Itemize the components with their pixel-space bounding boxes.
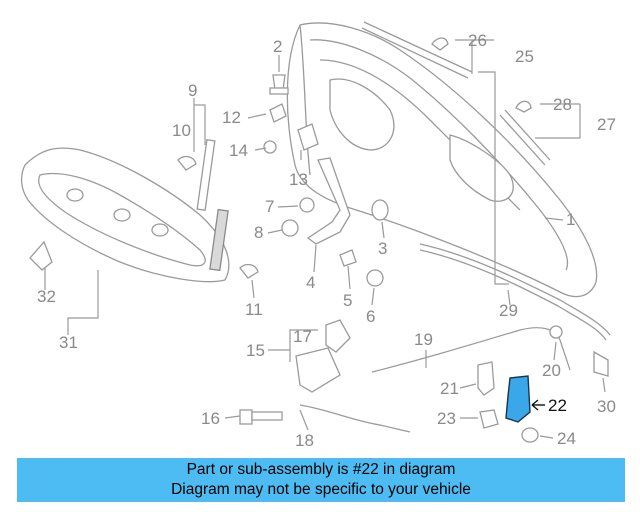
callout-15: 15 [246, 341, 265, 360]
callout-4: 4 [306, 273, 315, 292]
callout-1: 1 [566, 210, 575, 229]
callout-32: 32 [37, 287, 56, 306]
callout-3: 3 [378, 239, 387, 258]
callout-24: 24 [557, 429, 576, 448]
callout-31: 31 [59, 333, 78, 352]
callout-28: 28 [553, 95, 572, 114]
weatherstrip-upper [361, 21, 473, 79]
callout-10: 10 [172, 121, 191, 140]
part-22-highlighted[interactable] [505, 375, 531, 423]
info-banner: Part or sub-assembly is #22 in diagram D… [17, 458, 625, 502]
callout-20: 20 [542, 361, 561, 380]
fasteners [177, 74, 389, 287]
bolt [239, 409, 283, 425]
leader-lines [44, 39, 606, 439]
callout-6: 6 [366, 307, 375, 326]
callout-12: 12 [222, 108, 241, 127]
callout-9: 9 [188, 81, 197, 100]
callout-29: 29 [499, 301, 518, 320]
callout-19: 19 [414, 330, 433, 349]
weatherstrip-side [499, 100, 551, 166]
banner-line-2: Diagram may not be specific to your vehi… [171, 481, 471, 498]
hood-insulator [20, 147, 230, 283]
callout-26: 26 [468, 31, 487, 50]
release-cable-front [299, 404, 411, 433]
callout-11: 11 [245, 300, 263, 319]
callout-18: 18 [295, 431, 314, 450]
callout-13: 13 [289, 170, 308, 189]
callout-14: 14 [229, 141, 248, 160]
callout-8: 8 [254, 223, 263, 242]
release-cable-main [371, 327, 571, 373]
callout-17: 17 [293, 327, 312, 346]
callout-30: 30 [597, 397, 616, 416]
hood-hinge [306, 157, 351, 245]
part-30 [593, 350, 609, 377]
callout-25: 25 [515, 47, 534, 66]
insulator-clip [29, 240, 53, 271]
part-21 [477, 361, 495, 396]
gas-strut [196, 139, 229, 272]
callout-27: 27 [597, 115, 616, 134]
callout-23: 23 [437, 409, 456, 428]
callout-22: 22 [548, 396, 567, 415]
callout-16: 16 [201, 409, 220, 428]
part-24 [521, 427, 539, 443]
banner-line-1: Part or sub-assembly is #22 in diagram [186, 461, 456, 478]
part-23 [479, 409, 499, 429]
callout-numbers: 1 2 3 4 5 6 7 8 9 10 11 12 13 14 15 16 1… [37, 31, 616, 450]
hood-latch [295, 319, 351, 393]
callout-2: 2 [273, 37, 282, 56]
callout-7: 7 [265, 197, 274, 216]
callout-21: 21 [440, 379, 459, 398]
parts-diagram: 1 2 3 4 5 6 7 8 9 10 11 12 13 14 15 16 1… [20, 21, 616, 450]
callout-5: 5 [343, 291, 352, 310]
